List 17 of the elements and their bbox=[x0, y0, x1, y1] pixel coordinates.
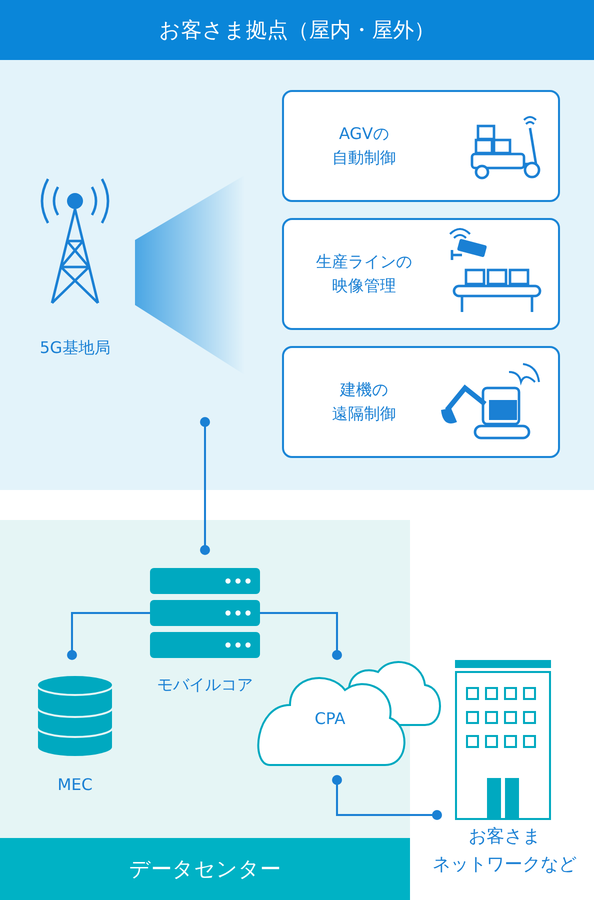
node-label: CPA bbox=[314, 708, 346, 730]
node-label: 5G基地局 bbox=[38, 337, 112, 359]
node-label: モバイルコア bbox=[156, 674, 254, 696]
header-band: お客さま拠点（屋内・屋外） bbox=[0, 0, 594, 60]
card-label: AGVの自動制御 bbox=[331, 123, 397, 169]
card-label: 建機の遠隔制御 bbox=[331, 379, 397, 425]
task-card bbox=[282, 346, 560, 458]
task-card bbox=[282, 218, 560, 330]
connector-line bbox=[200, 417, 210, 555]
card-label: 生産ラインの映像管理 bbox=[315, 251, 413, 297]
connector-line bbox=[260, 612, 342, 660]
task-card bbox=[282, 90, 560, 202]
node-label: MEC bbox=[56, 774, 94, 796]
connector-line bbox=[67, 612, 150, 660]
node-label: お客さまネットワークなど bbox=[432, 825, 578, 877]
connector-line bbox=[332, 775, 442, 820]
header-band: データセンター bbox=[0, 838, 410, 900]
